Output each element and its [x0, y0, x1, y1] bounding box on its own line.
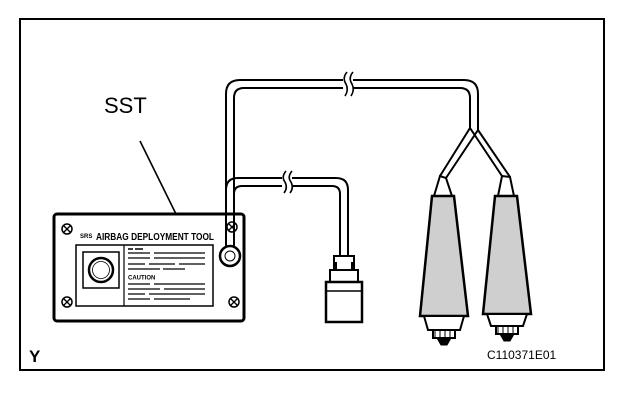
corner-mark: Y — [29, 347, 41, 366]
cable-break-mark — [343, 71, 355, 97]
label-text-lines — [128, 248, 205, 300]
tool-title: AIRBAG DEPLOYMENT TOOL — [96, 231, 214, 243]
sst-leader-line — [139, 140, 177, 215]
cable-grommet — [218, 244, 242, 268]
cable-break-mark — [282, 170, 294, 194]
screw-icon — [228, 296, 240, 308]
figure-code: C110371E01 — [487, 348, 556, 362]
alligator-clip-right — [481, 174, 533, 342]
airbag-deployment-tool: SRS AIRBAG DEPLOYMENT TOOL — [52, 212, 246, 323]
sst-label: SST — [104, 93, 147, 118]
screw-icon — [61, 296, 73, 308]
caution-label: CAUTION — [128, 276, 155, 282]
connector-plug — [324, 255, 364, 324]
tool-brand-label: SRS — [80, 234, 92, 240]
screw-icon — [226, 221, 238, 233]
clip-cable — [225, 79, 511, 246]
screw-icon — [61, 223, 73, 235]
figure-frame — [19, 18, 605, 371]
alligator-clip-left — [418, 174, 470, 346]
